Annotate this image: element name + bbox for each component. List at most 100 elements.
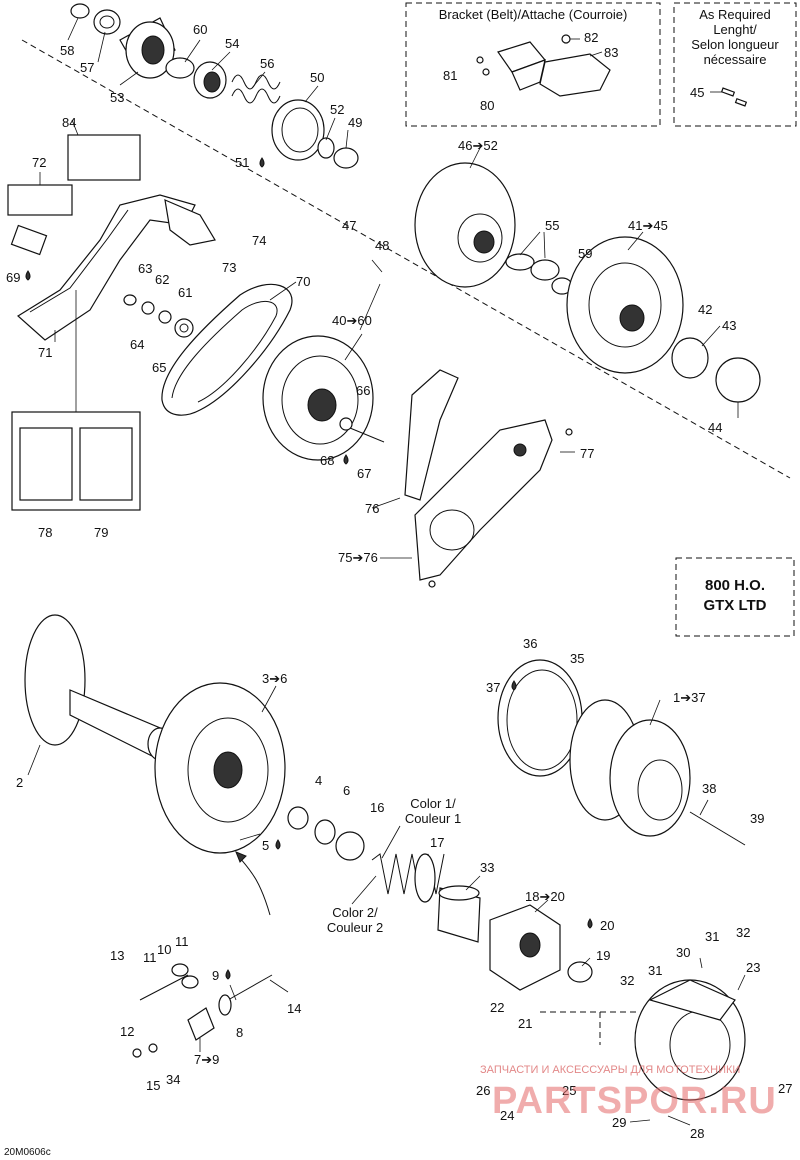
callout: 24: [500, 1108, 514, 1123]
leader-lines: [27, 17, 746, 1126]
movable-sheave: [154, 682, 365, 861]
bracket-box-title: Bracket (Belt)/Attache (Courroie): [439, 7, 628, 22]
warning-labels-top: [7, 119, 141, 256]
callout: 47: [342, 218, 356, 233]
callout: 20: [600, 918, 614, 933]
callout: 32: [736, 925, 750, 940]
callout: 18➔20: [525, 889, 565, 904]
callout: 11: [143, 950, 157, 965]
color-2-label-line-2: Couleur 2: [327, 920, 383, 935]
callout: 67: [357, 466, 371, 481]
drop-icon: [259, 157, 265, 168]
callout: 77: [580, 446, 594, 461]
callout: 48: [375, 238, 389, 253]
belt-bracket-drawing: [476, 34, 611, 97]
callout: 5: [262, 838, 269, 853]
callout: 75➔76: [338, 550, 378, 565]
callout: 10: [157, 942, 171, 957]
callout: 2: [16, 775, 23, 790]
callout: 78: [38, 525, 52, 540]
color-2-label-line-1: Color 2/: [332, 905, 378, 920]
callout: 64: [130, 337, 144, 352]
callout: 74: [252, 233, 266, 248]
callout: 14: [287, 1001, 301, 1016]
callout: 6: [343, 783, 350, 798]
callout: 43: [722, 318, 736, 333]
as-required-line-2: Lenght/: [713, 22, 757, 37]
callout: 31: [705, 929, 719, 944]
callout: 61: [178, 285, 192, 300]
drop-icon: [343, 454, 349, 465]
belt-guard-cover: [404, 369, 573, 588]
callout: 3➔6: [262, 671, 287, 686]
callout: 51: [235, 155, 249, 170]
callout: 71: [38, 345, 52, 360]
callout: 37: [486, 680, 500, 695]
drop-icon: [275, 839, 281, 850]
callout: 46➔52: [458, 138, 498, 153]
arrow-to-sheave: [235, 851, 271, 916]
drop-icon: [25, 270, 31, 281]
clutch-spring: [371, 853, 445, 903]
callout: 19: [596, 948, 610, 963]
callout: 36: [523, 636, 537, 651]
callout: 66: [356, 383, 370, 398]
belt-guard: [16, 194, 216, 341]
callout: 9: [212, 968, 219, 983]
callout: 45: [690, 85, 704, 100]
callout: 32: [620, 973, 634, 988]
watermark-large: PARTSPOR.RU: [492, 1080, 777, 1122]
callout: 38: [702, 781, 716, 796]
drive-belt: [161, 283, 293, 416]
fixed-sheave: [24, 614, 173, 761]
callout: 15: [146, 1078, 160, 1093]
callout: 72: [32, 155, 46, 170]
callout: 8: [236, 1025, 243, 1040]
figure-code: 20M0606c: [4, 1147, 51, 1158]
bracket-box: [405, 2, 661, 127]
callout: 33: [480, 860, 494, 875]
callout: 83: [604, 45, 618, 60]
callout: 76: [365, 501, 379, 516]
model-box: [675, 557, 795, 637]
drive-pulley-assembly: [569, 699, 746, 846]
callout: 65: [152, 360, 166, 375]
drop-icons: [25, 157, 593, 980]
callout: 40➔60: [332, 313, 372, 328]
callout: 7➔9: [194, 1052, 219, 1067]
as-required-line-3: Selon longueur: [691, 37, 779, 52]
callout: 58: [60, 43, 74, 58]
callout: 22: [490, 1000, 504, 1015]
callout: 60: [193, 22, 207, 37]
callout: 79: [94, 525, 108, 540]
spring-cap-assembly: [70, 3, 359, 169]
callout: 21: [518, 1016, 532, 1031]
callout: 12: [120, 1024, 134, 1039]
callout: 53: [110, 90, 124, 105]
callout: 68: [320, 453, 334, 468]
callout: 56: [260, 56, 274, 71]
callout: 29: [612, 1115, 626, 1130]
callout: 13: [110, 948, 124, 963]
callout: 1➔37: [673, 690, 706, 705]
required-bolts-drawing: [710, 87, 748, 107]
drop-icon: [225, 969, 231, 980]
callout: 81: [443, 68, 457, 83]
callout: 69: [6, 270, 20, 285]
callout: 63: [138, 261, 152, 276]
callout: 41➔45: [628, 218, 668, 233]
drop-icon: [511, 680, 517, 691]
drop-icon: [587, 918, 593, 929]
callout: 73: [222, 260, 236, 275]
spider-sleeve: [437, 885, 481, 943]
callout: 27: [778, 1081, 792, 1096]
color-1-label-line-1: Color 1/: [410, 796, 456, 811]
callout: 31: [648, 963, 662, 978]
model-line-2: GTX LTD: [703, 597, 766, 614]
callout: 52: [330, 102, 344, 117]
separator-line-diagonal: [21, 39, 791, 479]
callout: 57: [80, 60, 94, 75]
governor-cup: [634, 979, 746, 1101]
callout: 26: [476, 1083, 490, 1098]
